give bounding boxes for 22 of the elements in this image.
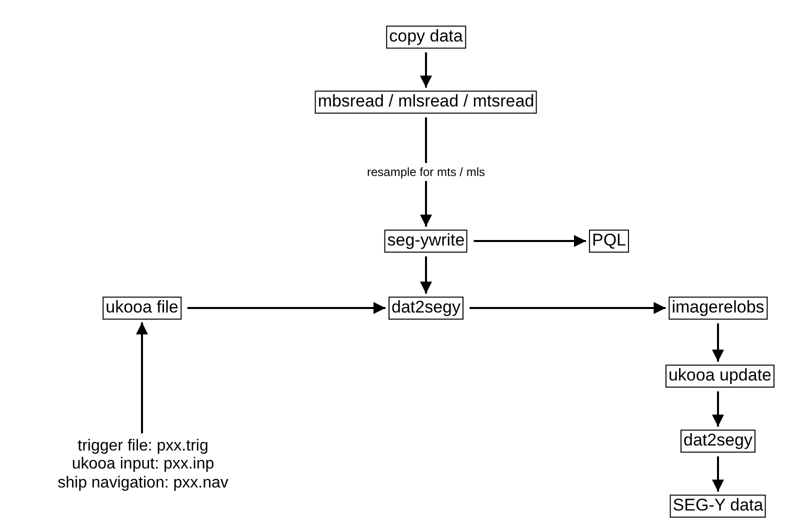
process-box: seg-ywrite [384,230,468,252]
arrow [712,456,724,492]
process-box: ukooa file [102,296,182,320]
arrow [712,323,724,362]
process-box: copy data [386,26,466,48]
arrow [474,235,586,247]
process-box: mbsread / mlsread / mtsread [314,90,538,114]
arrow [420,52,432,88]
arrow [470,302,666,314]
arrow [187,302,386,314]
arrow [420,256,432,294]
input-file-note: ukooa input: pxx.inp [72,456,214,474]
process-box: dat2segy [680,430,756,452]
process-box: ukooa update [665,364,775,388]
process-box: SEG-Y data [670,494,766,518]
process-box: imagerelobs [668,296,768,320]
arrow [136,322,148,434]
input-file-note: trigger file: pxx.trig [78,437,208,456]
process-box: dat2segy [388,296,464,320]
input-file-note: ship navigation: pxx.nav [58,474,228,493]
arrow [712,391,724,427]
process-box: PQL [588,230,630,252]
